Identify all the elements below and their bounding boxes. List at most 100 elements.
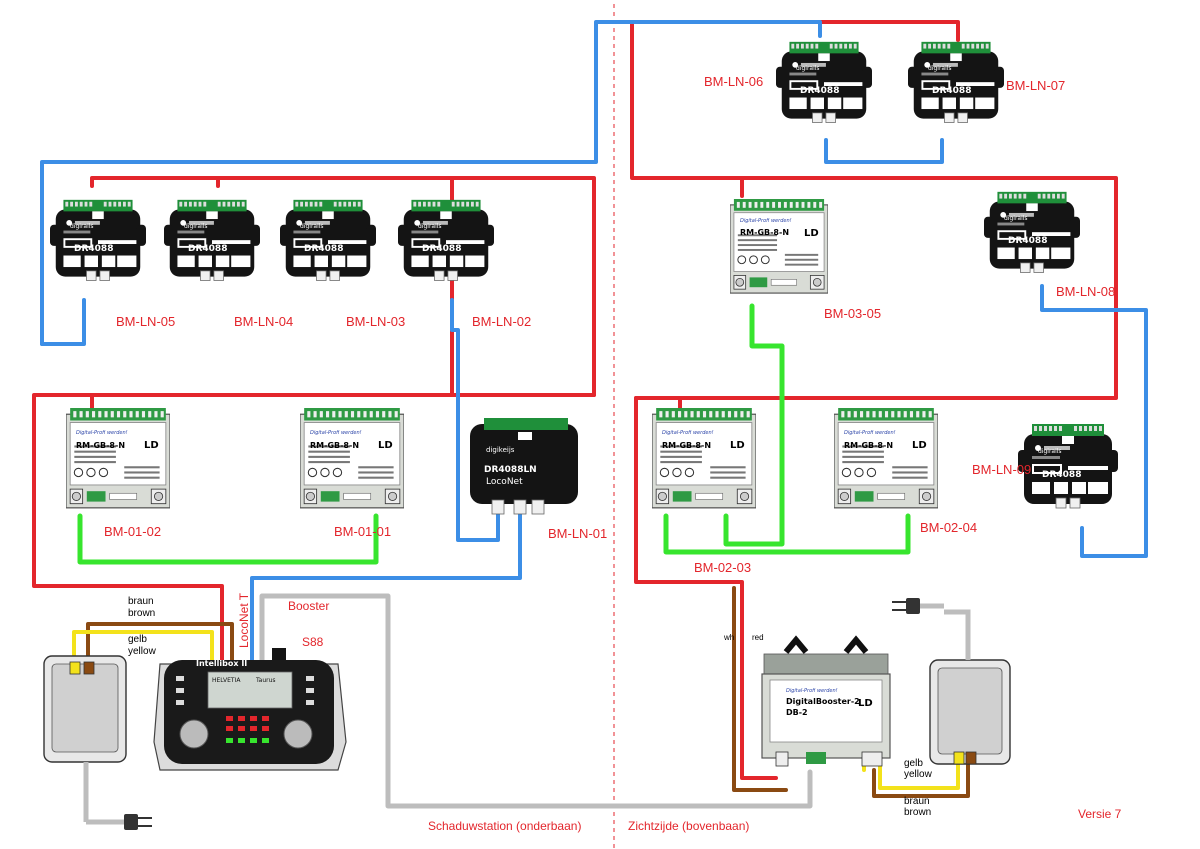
label-bm-ln-07: BM-LN-07 [1006, 78, 1065, 93]
dr4088-bm-ln-06: digirails DR4088 [776, 41, 872, 123]
label-bm-02-03: BM-02-03 [694, 560, 751, 575]
label-braun-right: braun [904, 796, 930, 807]
intellibox-name: Intellibox II [196, 659, 247, 668]
model-text: RM-GB-8-N [662, 441, 711, 450]
rmgb-bm-02-04: Digital-Profi werden! RM-GB-8-N LD [834, 407, 938, 509]
blue-loconet-left-chain [40, 298, 86, 346]
transformer-right [892, 598, 1011, 765]
label-bm-01-01: BM-01-01 [334, 524, 391, 539]
model-text: DR4088 [422, 244, 461, 254]
logo-text: LD [804, 228, 819, 239]
model-text: DR4088 [1008, 236, 1047, 246]
label-bm-ln-09: BM-LN-09 [972, 462, 1031, 477]
label-s88: S88 [302, 635, 324, 649]
sub-text: LocoNet [486, 477, 523, 487]
label-braun-left: braun [128, 596, 154, 607]
brown-wire-left [86, 622, 234, 668]
label-gelb-right: gelb [904, 758, 923, 769]
label-red: red [752, 633, 764, 642]
label-bm-ln-03: BM-LN-03 [346, 314, 405, 329]
brand-text: digirails [300, 223, 324, 230]
blue-loconet-right [1040, 284, 1148, 558]
label-yellow-left: yellow [128, 646, 157, 657]
label-bm-01-02: BM-01-02 [104, 524, 161, 539]
label-bm-ln-05: BM-LN-05 [116, 314, 175, 329]
tagline-text: Digital-Profi werden! [310, 430, 362, 436]
label-bm-ln-04: BM-LN-04 [234, 314, 293, 329]
label-bm-ln-06: BM-LN-06 [704, 74, 763, 89]
model-text: DR4088 [304, 244, 343, 254]
dr4088-bm-ln-07: digirails DR4088 [908, 41, 1004, 123]
dr4088-bm-ln-05: digirails DR4088 [50, 199, 146, 281]
wires [32, 20, 1148, 809]
model-text: RM-GB-8-N [76, 441, 125, 450]
rmgb-bm-03-05: Digital-Profi werden! RM-GB-8-N LD [730, 198, 828, 294]
yellow-wire-left [72, 630, 214, 668]
label-version: Versie 7 [1078, 807, 1122, 821]
display-right: Taurus [255, 677, 276, 684]
brand-text: digirails [1038, 448, 1062, 455]
model-text: RM-GB-8-N [740, 228, 789, 237]
green-s88-right [663, 513, 911, 555]
booster-tagline: Digital-Profi werden! [786, 688, 838, 694]
rmgb-bm-01-02: Digital-Profi werden! RM-GB-8-N LD [66, 407, 170, 509]
rmgb-bm-01-01: Digital-Profi werden! RM-GB-8-N LD [300, 407, 404, 509]
logo-text: LD [912, 440, 927, 451]
intellibox-ii: Intellibox II HELVETIA Taurus [153, 648, 347, 771]
model-text: DR4088 [800, 86, 839, 96]
label-visible-side: Zichtzijde (bovenbaan) [628, 819, 749, 833]
label-yellow-right: yellow [904, 769, 933, 780]
dr4088ln-bm-ln-01: digikeijs DR4088LN LocoNet [470, 418, 578, 515]
blue-loconet-top [824, 138, 944, 164]
brand-text: digirails [70, 223, 94, 230]
transformer-left [43, 655, 152, 830]
labels: BM-LN-06 BM-LN-07 BM-LN-05 BM-LN-04 BM-L… [104, 74, 1122, 833]
logo-text: LD [378, 440, 393, 451]
brand-text: digirails [928, 65, 952, 72]
brown-wire-right [732, 586, 788, 792]
green-s88-left2 [723, 303, 785, 547]
model-text: DR4088 [1042, 470, 1081, 480]
brand-text: digirails [184, 223, 208, 230]
label-shadow-station: Schaduwstation (onderbaan) [428, 819, 581, 833]
model-text: DR4088 [932, 86, 971, 96]
brown-wire-right2 [872, 756, 970, 798]
blue-loconet-dr4088ln [450, 298, 500, 542]
label-loconet: LocoNet T [237, 592, 251, 648]
digitalbooster-db2: Digital-Profi werden! DigitalBooster-2 D… [761, 635, 891, 767]
brand-text: digirails [1004, 215, 1028, 222]
brand-text: digirails [418, 223, 442, 230]
dr4088-bm-ln-03: digirails DR4088 [280, 199, 376, 281]
dr4088-bm-ln-04: digirails DR4088 [164, 199, 260, 281]
blue-loconet-left [40, 20, 822, 346]
green-s88-left [77, 513, 379, 565]
label-gelb-left: gelb [128, 634, 147, 645]
label-brown-right: brown [904, 807, 931, 818]
rmgb-bm-02-03: Digital-Profi werden! RM-GB-8-N LD [652, 407, 756, 509]
dr4088-bm-ln-09: digirails DR4088 [1018, 423, 1118, 509]
booster-logo: LD [858, 698, 873, 709]
label-wh: wh [723, 633, 734, 642]
blue-loconet-ib [250, 510, 522, 662]
dr4088-bm-ln-08: digirails DR4088 [984, 191, 1080, 273]
booster-model: DB-2 [786, 708, 808, 717]
red-wire-right-down [634, 396, 778, 780]
label-booster: Booster [288, 599, 329, 613]
label-brown-left: brown [128, 608, 155, 619]
display-left: HELVETIA [212, 677, 241, 684]
model-text: DR4088 [74, 244, 113, 254]
booster-name: DigitalBooster-2 [786, 697, 860, 706]
tagline-text: Digital-Profi werden! [740, 218, 792, 224]
label-bm-ln-01: BM-LN-01 [548, 526, 607, 541]
label-bm-02-04: BM-02-04 [920, 520, 977, 535]
red-wire-right-top [630, 20, 1118, 400]
label-bm-03-05: BM-03-05 [824, 306, 881, 321]
model-text: DR4088LN [484, 465, 537, 475]
tagline-text: Digital-Profi werden! [76, 430, 128, 436]
model-text: DR4088 [188, 244, 227, 254]
tagline-text: Digital-Profi werden! [844, 430, 896, 436]
label-bm-ln-08: BM-LN-08 [1056, 284, 1115, 299]
red-wire-left-loop [32, 393, 596, 662]
gray-cable [259, 593, 813, 809]
